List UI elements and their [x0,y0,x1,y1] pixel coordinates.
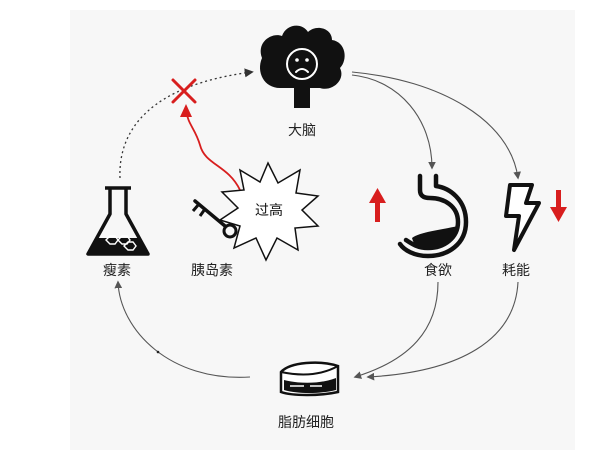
appetite-label: 食欲 [424,262,452,279]
fat-to-leptin-arrow [114,280,251,378]
arrow-up-icon [369,188,386,222]
brain-sad-icon [260,25,345,109]
lightning-icon [504,183,541,252]
brain-to-appetite-arrow [351,74,436,170]
too-high-label: 过高 [255,202,283,219]
brain-label: 大脑 [288,123,316,139]
flask-hexagon-icon [86,186,150,256]
blocked-x-icon [171,78,197,104]
insulin-label: 胰岛素 [191,263,233,279]
insulin-block-arrowhead [180,104,192,117]
fat-cells-label: 脂肪细胞 [278,415,334,431]
arrow-down-icon [550,190,567,222]
leptin-label: 瘦素 [103,262,131,279]
brain-to-energy-arrow [351,71,521,180]
burst-icon [218,161,320,262]
stray-dot [156,350,160,354]
stomach-icon [397,173,469,259]
fat-tissue-icon [279,361,340,397]
appetite-to-fat-arrow [353,281,439,379]
energy-label: 耗能 [502,263,530,279]
energy-to-fat-arrow [366,281,519,381]
insulin-block-arrow [185,109,241,191]
key-icon [191,199,238,239]
